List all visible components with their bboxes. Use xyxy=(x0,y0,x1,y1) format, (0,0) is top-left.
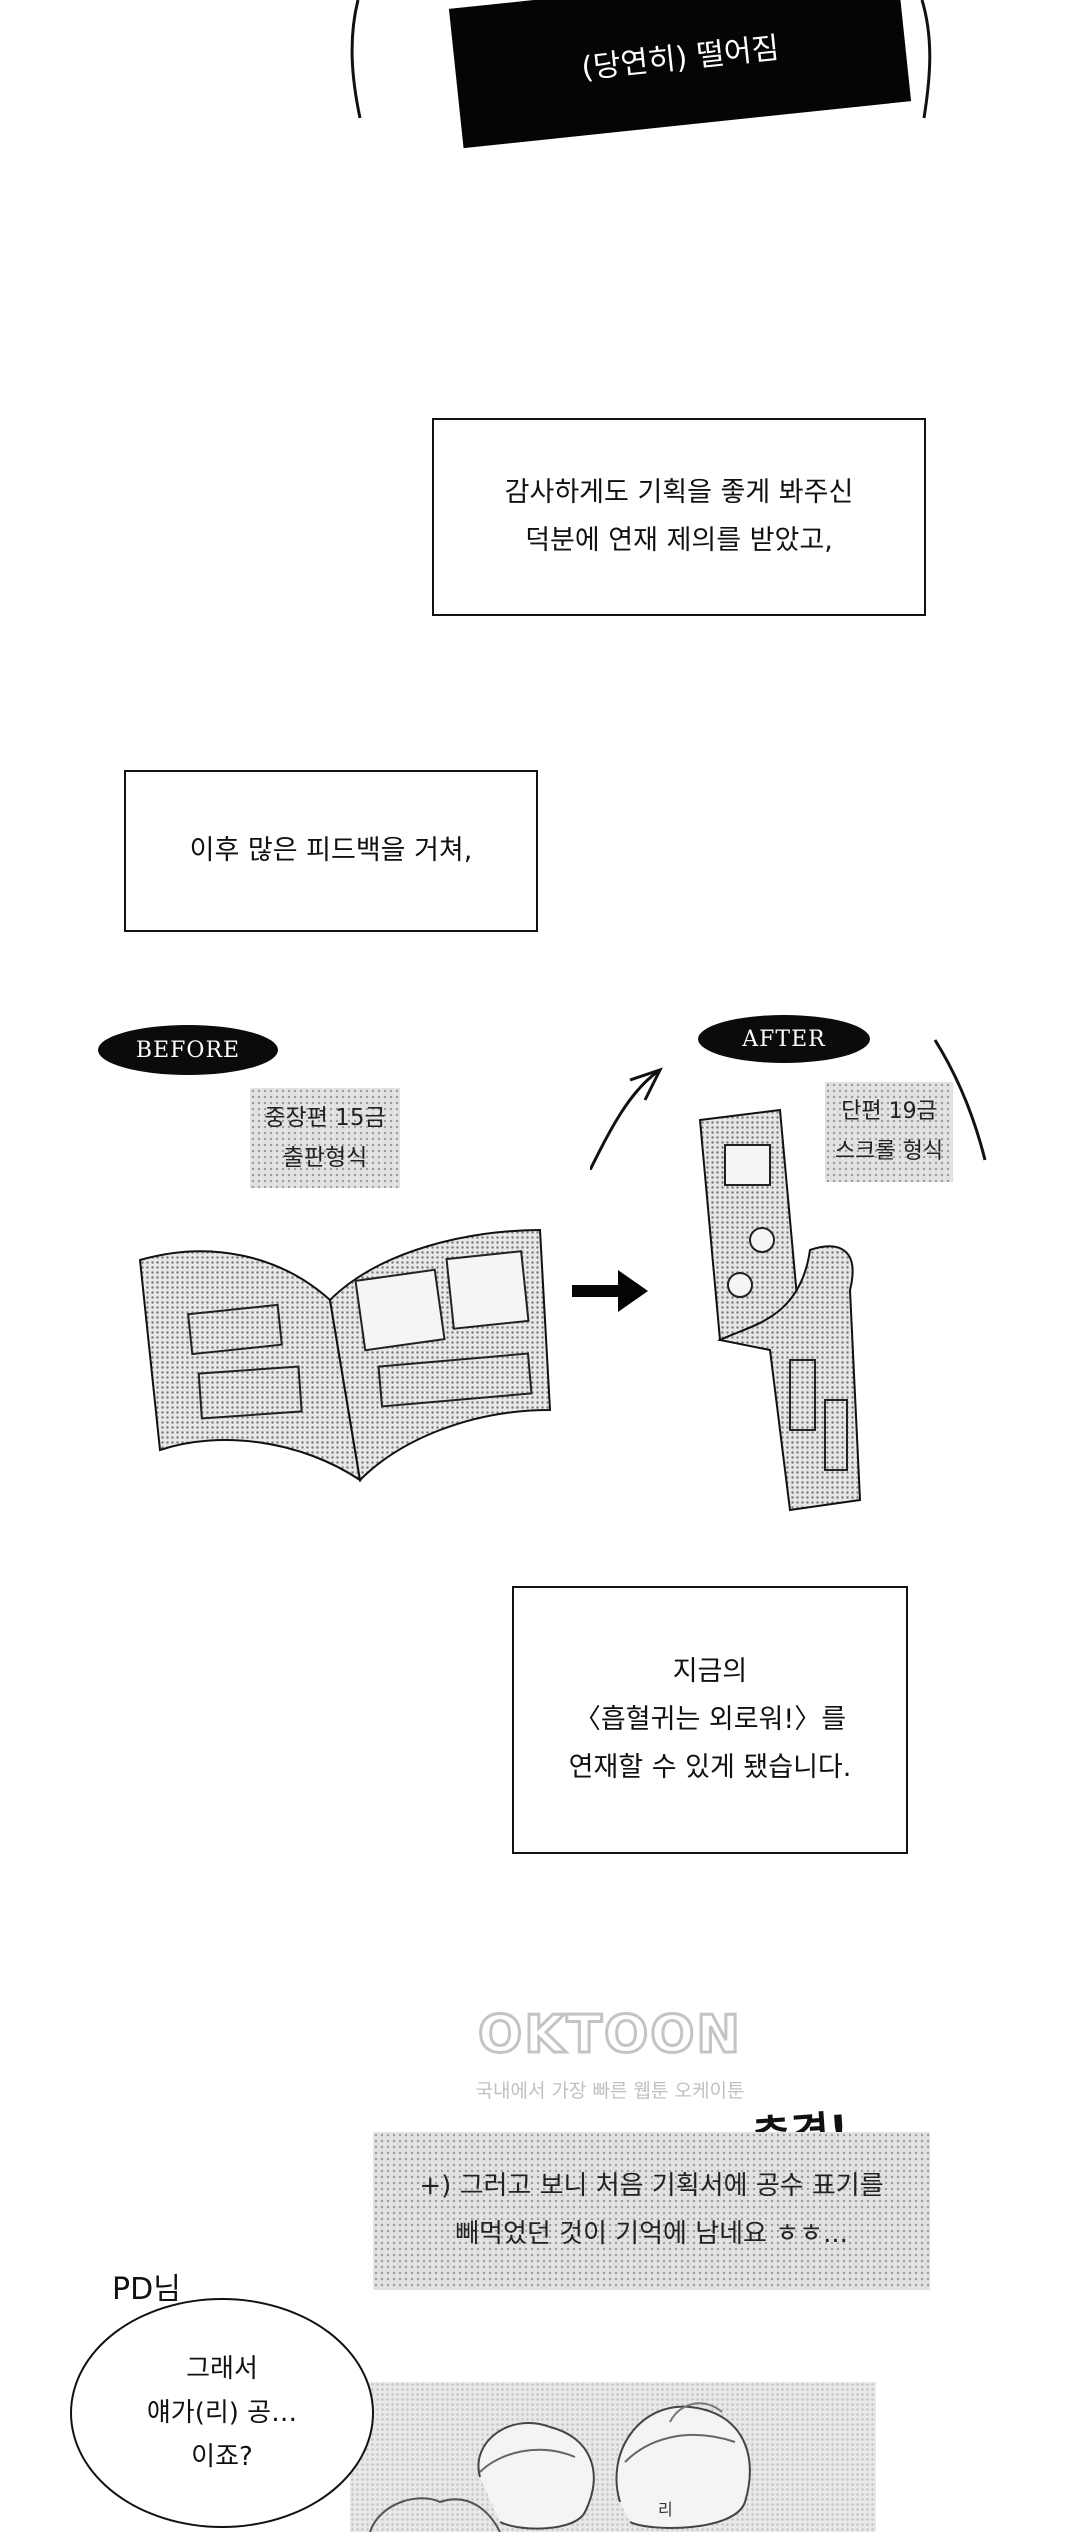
ps-note: +) 그러고 보니 처음 기획서에 공수 표기를 빼먹었던 것이 기억에 남네요… xyxy=(373,2132,930,2290)
after-tension-lines xyxy=(590,1039,987,1170)
caption-box-2: 이후 많은 피드백을 거쳐, xyxy=(124,770,538,932)
caption-2-text: 이후 많은 피드백을 거쳐, xyxy=(189,835,473,866)
speech-bubble: 그래서 얘가(리) 공… 이죠? xyxy=(70,2298,374,2528)
speaker-name: PD님 xyxy=(112,2272,181,2307)
caption-3-line-2: 〈흡혈귀는 외로워!〉를 xyxy=(573,1704,847,1735)
top-curve-left xyxy=(350,0,362,119)
speech-line-1: 그래서 xyxy=(186,2354,258,2384)
before-note-line-1: 중장편 15금 xyxy=(264,1105,386,1131)
watermark-tagline: 국내에서 가장 빠른 웹툰 오케이툰 xyxy=(475,2080,745,2102)
caption-3-line-3: 연재할 수 있게 됐습니다. xyxy=(568,1752,852,1783)
character-sketch xyxy=(350,2382,876,2532)
caption-3-line-1: 지금의 xyxy=(672,1656,748,1687)
sketch-label: 리 xyxy=(658,2500,673,2519)
before-note-line-2: 출판형식 xyxy=(282,1145,368,1171)
ps-note-line-1: +) 그러고 보니 처음 기획서에 공수 표기를 xyxy=(419,2171,884,2201)
after-note: 단편 19금 스크롤 형식 xyxy=(825,1082,953,1182)
watermark-brand: OKTOON xyxy=(477,2004,742,2067)
ps-note-line-2: 빼먹었던 것이 기억에 남네요 ㅎㅎ... xyxy=(455,2219,848,2249)
after-note-line-2: 스크롤 형식 xyxy=(834,1139,944,1164)
speech-line-3: 이죠? xyxy=(191,2442,253,2472)
scroll-strip-illustration xyxy=(698,1108,862,1512)
open-book-illustration xyxy=(138,1228,552,1483)
top-banner: (당연히) 떨어짐 xyxy=(448,0,912,149)
caption-box-3: 지금의 〈흡혈귀는 외로워!〉를 연재할 수 있게 됐습니다. xyxy=(512,1586,908,1854)
top-curve-right xyxy=(920,0,932,119)
caption-box-1: 감사하게도 기획을 좋게 봐주신 덕분에 연재 제의를 받았고, xyxy=(432,418,926,616)
top-banner-text: (당연히) 떨어짐 xyxy=(579,30,781,87)
after-label: AFTER xyxy=(698,1015,870,1063)
after-note-line-1: 단편 19금 xyxy=(841,1099,937,1124)
speech-line-2: 얘가(리) 공… xyxy=(146,2398,298,2428)
caption-1-line-1: 감사하게도 기획을 좋게 봐주신 xyxy=(504,477,854,508)
arrow-right-icon xyxy=(572,1270,648,1312)
before-label: BEFORE xyxy=(98,1025,278,1075)
before-note: 중장편 15금 출판형식 xyxy=(250,1088,400,1188)
caption-1-line-2: 덕분에 연재 제의를 받았고, xyxy=(525,525,833,556)
